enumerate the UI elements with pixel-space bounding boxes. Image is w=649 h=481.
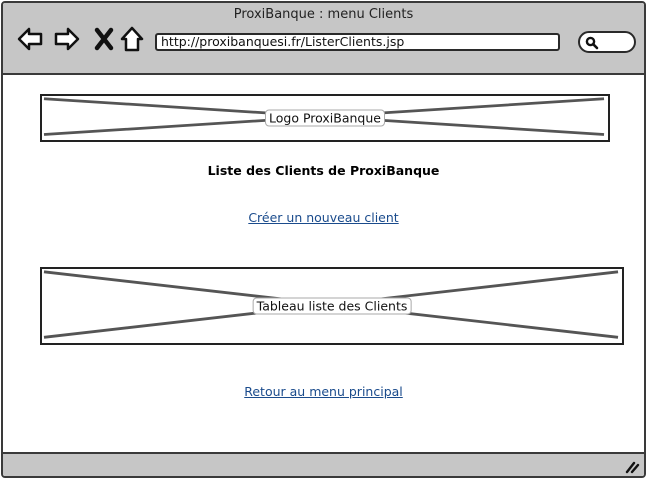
create-client-link[interactable]: Créer un nouveau client [248,210,399,225]
page-heading: Liste des Clients de ProxiBanque [207,163,440,178]
logo-image: Logo ProxiBanque [40,94,610,142]
browser-toolbar: ProxiBanque : menu Clients http://proxib… [3,3,644,75]
window-title: ProxiBanque : menu Clients [233,7,414,22]
search-input[interactable] [578,31,636,53]
address-bar[interactable]: http://proxibanquesi.fr/ListerClients.js… [155,33,560,51]
forward-arrow-icon[interactable] [53,25,81,53]
close-icon[interactable] [91,25,119,53]
home-icon[interactable] [118,25,146,53]
status-bar [3,452,644,476]
logo-label: Logo ProxiBanque [265,109,385,127]
client-table: Tableau liste des Clients [40,267,624,345]
search-icon [585,36,599,50]
create-client-link-row: Créer un nouveau client [3,210,644,225]
table-label: Tableau liste des Clients [252,297,412,315]
back-arrow-icon[interactable] [16,25,44,53]
back-to-main-menu-link[interactable]: Retour au menu principal [244,384,403,399]
resize-handle-icon[interactable] [624,460,640,474]
back-link-row: Retour au menu principal [3,384,644,399]
